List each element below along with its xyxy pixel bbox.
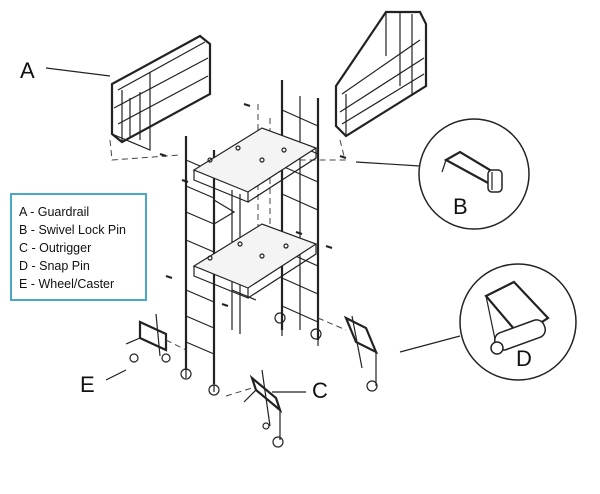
frame-casters bbox=[180, 312, 322, 396]
detail-snap-pin bbox=[459, 263, 577, 381]
legend-item-swivel-lock-pin: B - Swivel Lock Pin bbox=[19, 223, 126, 237]
upper-platform bbox=[192, 127, 318, 225]
callout-a: A bbox=[20, 58, 35, 83]
guardrail-left bbox=[109, 34, 212, 161]
guardrail-right bbox=[300, 10, 428, 161]
legend-item-snap-pin: D - Snap Pin bbox=[19, 259, 90, 273]
legend-item-guardrail: A - Guardrail bbox=[19, 205, 90, 219]
legend-item-outrigger: C - Outrigger bbox=[19, 241, 92, 255]
outrigger-right bbox=[317, 315, 379, 392]
legend: A - Guardrail B - Swivel Lock Pin C - Ou… bbox=[10, 193, 147, 301]
callout-leaders bbox=[45, 67, 461, 393]
callout-d: D bbox=[516, 346, 532, 371]
callout-b: B bbox=[453, 194, 468, 219]
swivel-lock-pins bbox=[159, 102, 347, 308]
outrigger-bottom bbox=[225, 369, 284, 448]
lower-platform bbox=[192, 223, 318, 301]
legend-item-wheel-caster: E - Wheel/Caster bbox=[19, 277, 115, 291]
outrigger-left bbox=[125, 313, 187, 363]
detail-swivel-lock-pin bbox=[418, 118, 530, 230]
callout-e: E bbox=[80, 372, 95, 397]
callout-c: C bbox=[312, 378, 328, 403]
